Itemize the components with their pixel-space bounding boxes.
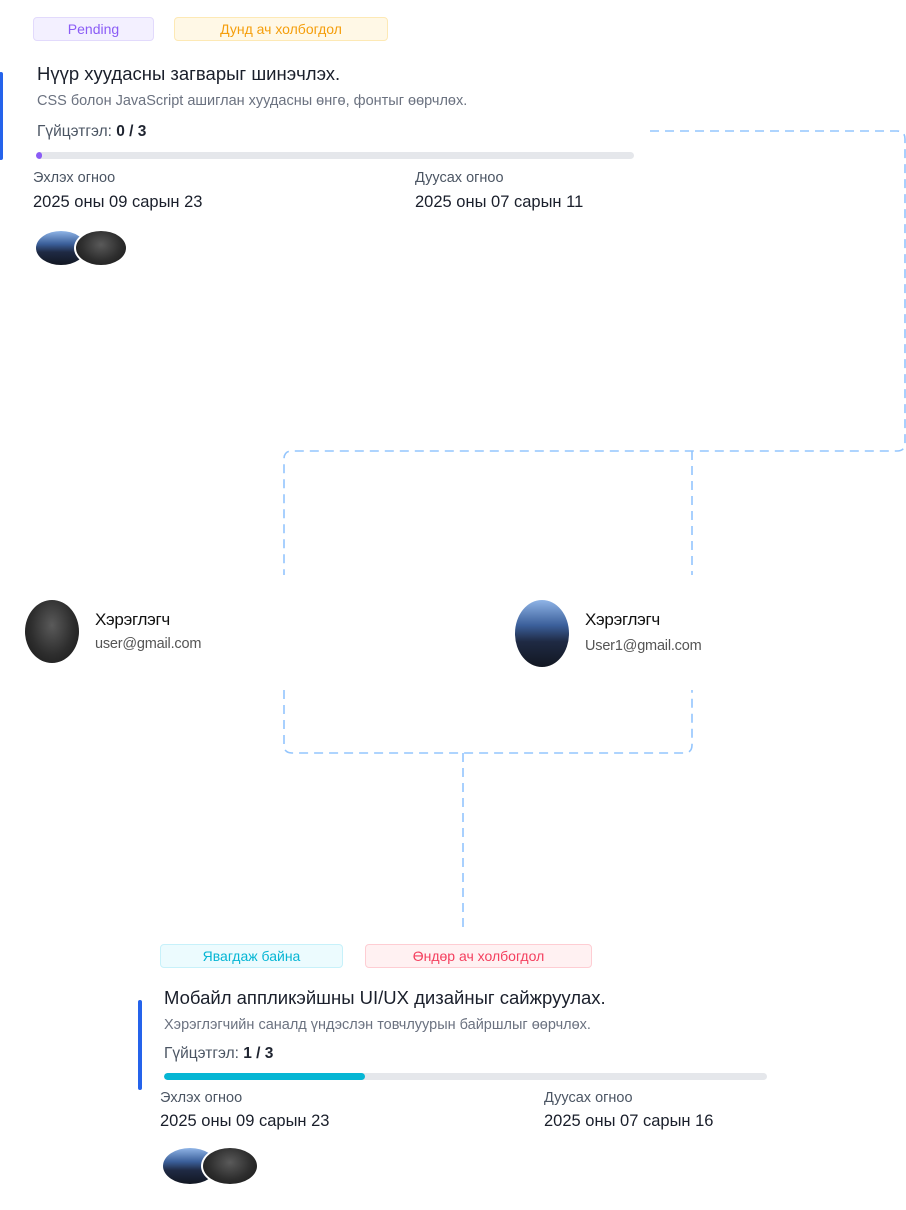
priority-badge-medium: Дунд ач холбогдол: [174, 17, 388, 41]
start-date-label: Эхлэх огноо: [160, 1090, 243, 1106]
progress-bar: [164, 1073, 767, 1080]
progress-bar-fill: [36, 152, 42, 159]
assignee-avatar[interactable]: [201, 1146, 259, 1186]
start-date-value: 2025 оны 09 сарын 23: [160, 1112, 330, 1130]
user-email: user@gmail.com: [95, 636, 202, 652]
progress-bar-fill: [164, 1073, 365, 1080]
task-title[interactable]: Нүүр хуудасны загварыг шинэчлэх.: [37, 63, 341, 84]
connector-top-loop: [283, 130, 906, 575]
end-date-value: 2025 оны 07 сарын 16: [544, 1112, 714, 1130]
task-card-accent-bar: [0, 72, 3, 160]
user-name: Хэрэглэгч: [585, 610, 660, 629]
progress-text: Гүйцэтгэл: 1 / 3: [164, 1045, 273, 1063]
end-date-label: Дуусах огноо: [544, 1090, 633, 1106]
progress-label: Гүйцэтгэл:: [37, 123, 112, 140]
end-date-value: 2025 оны 07 сарын 11: [415, 193, 584, 211]
start-date-label: Эхлэх огноо: [33, 170, 116, 186]
status-badge-in-progress: Явагдаж байна: [160, 944, 343, 968]
progress-value: 1 / 3: [243, 1045, 274, 1062]
task-card-accent-bar: [138, 1000, 142, 1090]
user-avatar[interactable]: [25, 600, 79, 663]
user-avatar[interactable]: [515, 600, 569, 667]
task-title[interactable]: Мобайл аппликэйшны UI/UX дизайныг сайжру…: [164, 987, 606, 1008]
progress-label: Гүйцэтгэл:: [164, 1045, 239, 1062]
priority-badge-high: Өндөр ач холбогдол: [365, 944, 592, 968]
connector-bottom-loop: [283, 690, 693, 754]
status-badge-pending: Pending: [33, 17, 154, 41]
end-date-label: Дуусах огноо: [415, 170, 504, 186]
user-name: Хэрэглэгч: [95, 610, 170, 629]
task-description: CSS болон JavaScript ашиглан хуудасны өн…: [37, 93, 468, 109]
task-description: Хэрэглэгчийн саналд үндэслэн товчлуурын …: [164, 1017, 591, 1033]
start-date-value: 2025 оны 09 сарын 23: [33, 193, 203, 211]
user-email: User1@gmail.com: [585, 638, 702, 654]
progress-value: 0 / 3: [116, 123, 147, 140]
progress-bar: [36, 152, 634, 159]
assignee-avatar[interactable]: [74, 229, 128, 267]
progress-text: Гүйцэтгэл: 0 / 3: [37, 123, 146, 141]
